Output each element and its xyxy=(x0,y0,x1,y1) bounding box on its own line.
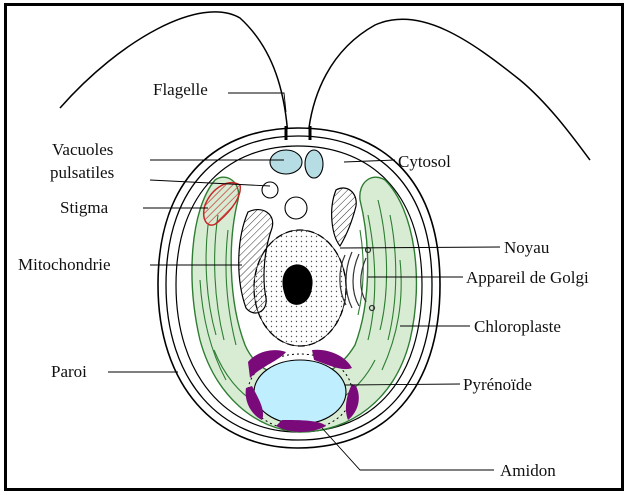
label-noyau: Noyau xyxy=(504,238,550,257)
contractile-vacuole-right xyxy=(305,150,323,178)
label-flagelle: Flagelle xyxy=(153,80,208,99)
label-mitochondrie: Mitochondrie xyxy=(18,255,111,274)
label-amidon: Amidon xyxy=(500,461,556,480)
label-pyrenoide: Pyrénoïde xyxy=(463,375,532,394)
label-vacuoles-line2: pulsatiles xyxy=(50,163,114,182)
label-golgi: Appareil de Golgi xyxy=(466,268,589,287)
pyrenoid xyxy=(254,360,346,424)
contractile-vacuole-left xyxy=(270,150,302,174)
small-vesicle-1 xyxy=(262,182,278,198)
label-vacuoles-line1: Vacuoles xyxy=(52,140,113,159)
label-cytosol: Cytosol xyxy=(398,152,451,171)
label-paroi: Paroi xyxy=(51,362,87,381)
flagellum-left xyxy=(60,12,288,136)
label-stigma: Stigma xyxy=(60,198,109,217)
label-chloroplaste: Chloroplaste xyxy=(474,317,561,336)
small-vesicle-2 xyxy=(285,197,307,219)
